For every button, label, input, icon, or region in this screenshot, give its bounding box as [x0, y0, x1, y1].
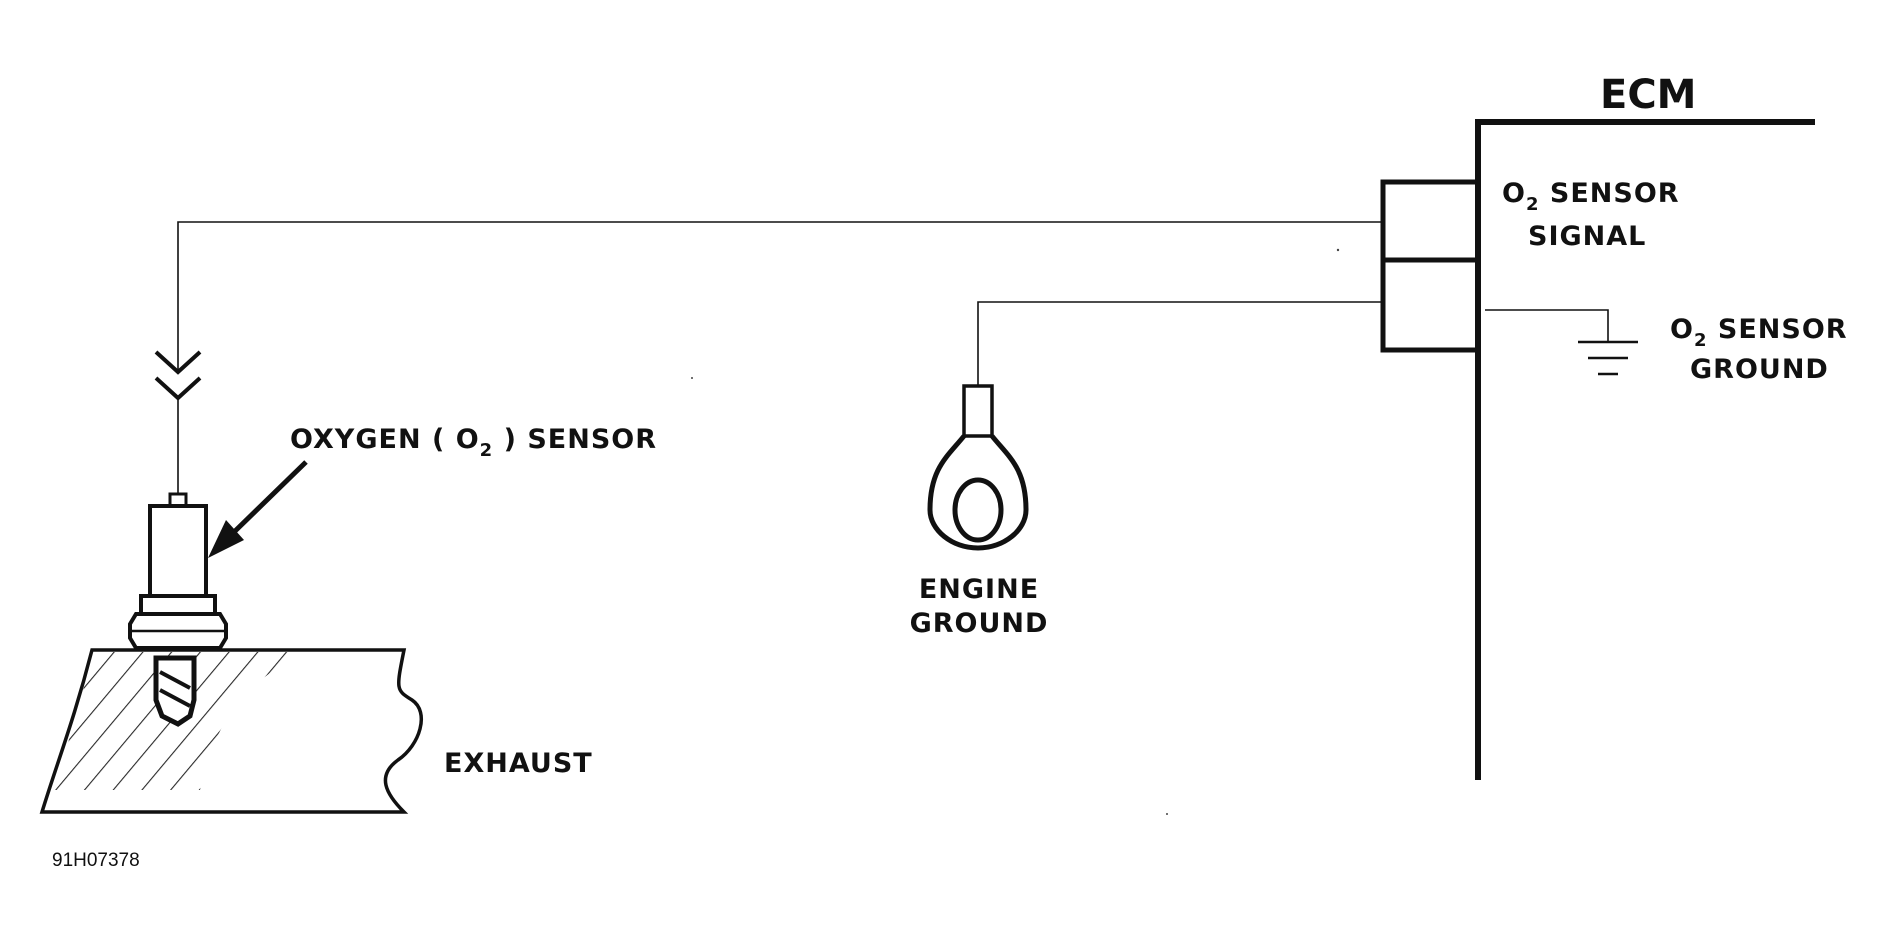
wire-connector-chevron-icon: [154, 350, 202, 401]
engine-ground-label-line2: GROUND: [910, 608, 1049, 639]
scan-specks: [691, 248, 1340, 815]
o2-sensor-signal-label-line2: SIGNAL: [1528, 221, 1646, 252]
engine-ground-label-line1: ENGINE: [919, 574, 1039, 605]
o2-sensor-ground-label-line1: O2 SENSOR: [1670, 314, 1848, 351]
o2-signal-wire: [177, 221, 1383, 370]
exhaust-label: EXHAUST: [444, 748, 593, 779]
ecm-label: ECM: [1600, 72, 1696, 118]
oxygen-sensor-label: OXYGEN ( O2 ) SENSOR: [290, 424, 657, 461]
oxygen-sensor-tip: [153, 655, 197, 727]
figure-code: 91H07378: [52, 850, 140, 871]
o2-sensor-ground-wire: [1485, 309, 1609, 342]
oxygen-sensor-icon: [128, 492, 228, 660]
ecm-connector: [1380, 179, 1478, 353]
exhaust-pipe: [39, 648, 423, 814]
engine-ground-terminal-icon: [927, 384, 1029, 551]
pointer-arrow-icon: [208, 460, 308, 558]
ecm-block: [1475, 119, 1815, 780]
engine-ground-wire: [977, 301, 1383, 386]
o2-sensor-signal-label-line1: O2 SENSOR: [1502, 178, 1680, 215]
o2-sensor-ground-label-line2: GROUND: [1690, 354, 1829, 385]
chassis-ground-icon: [1578, 340, 1638, 376]
